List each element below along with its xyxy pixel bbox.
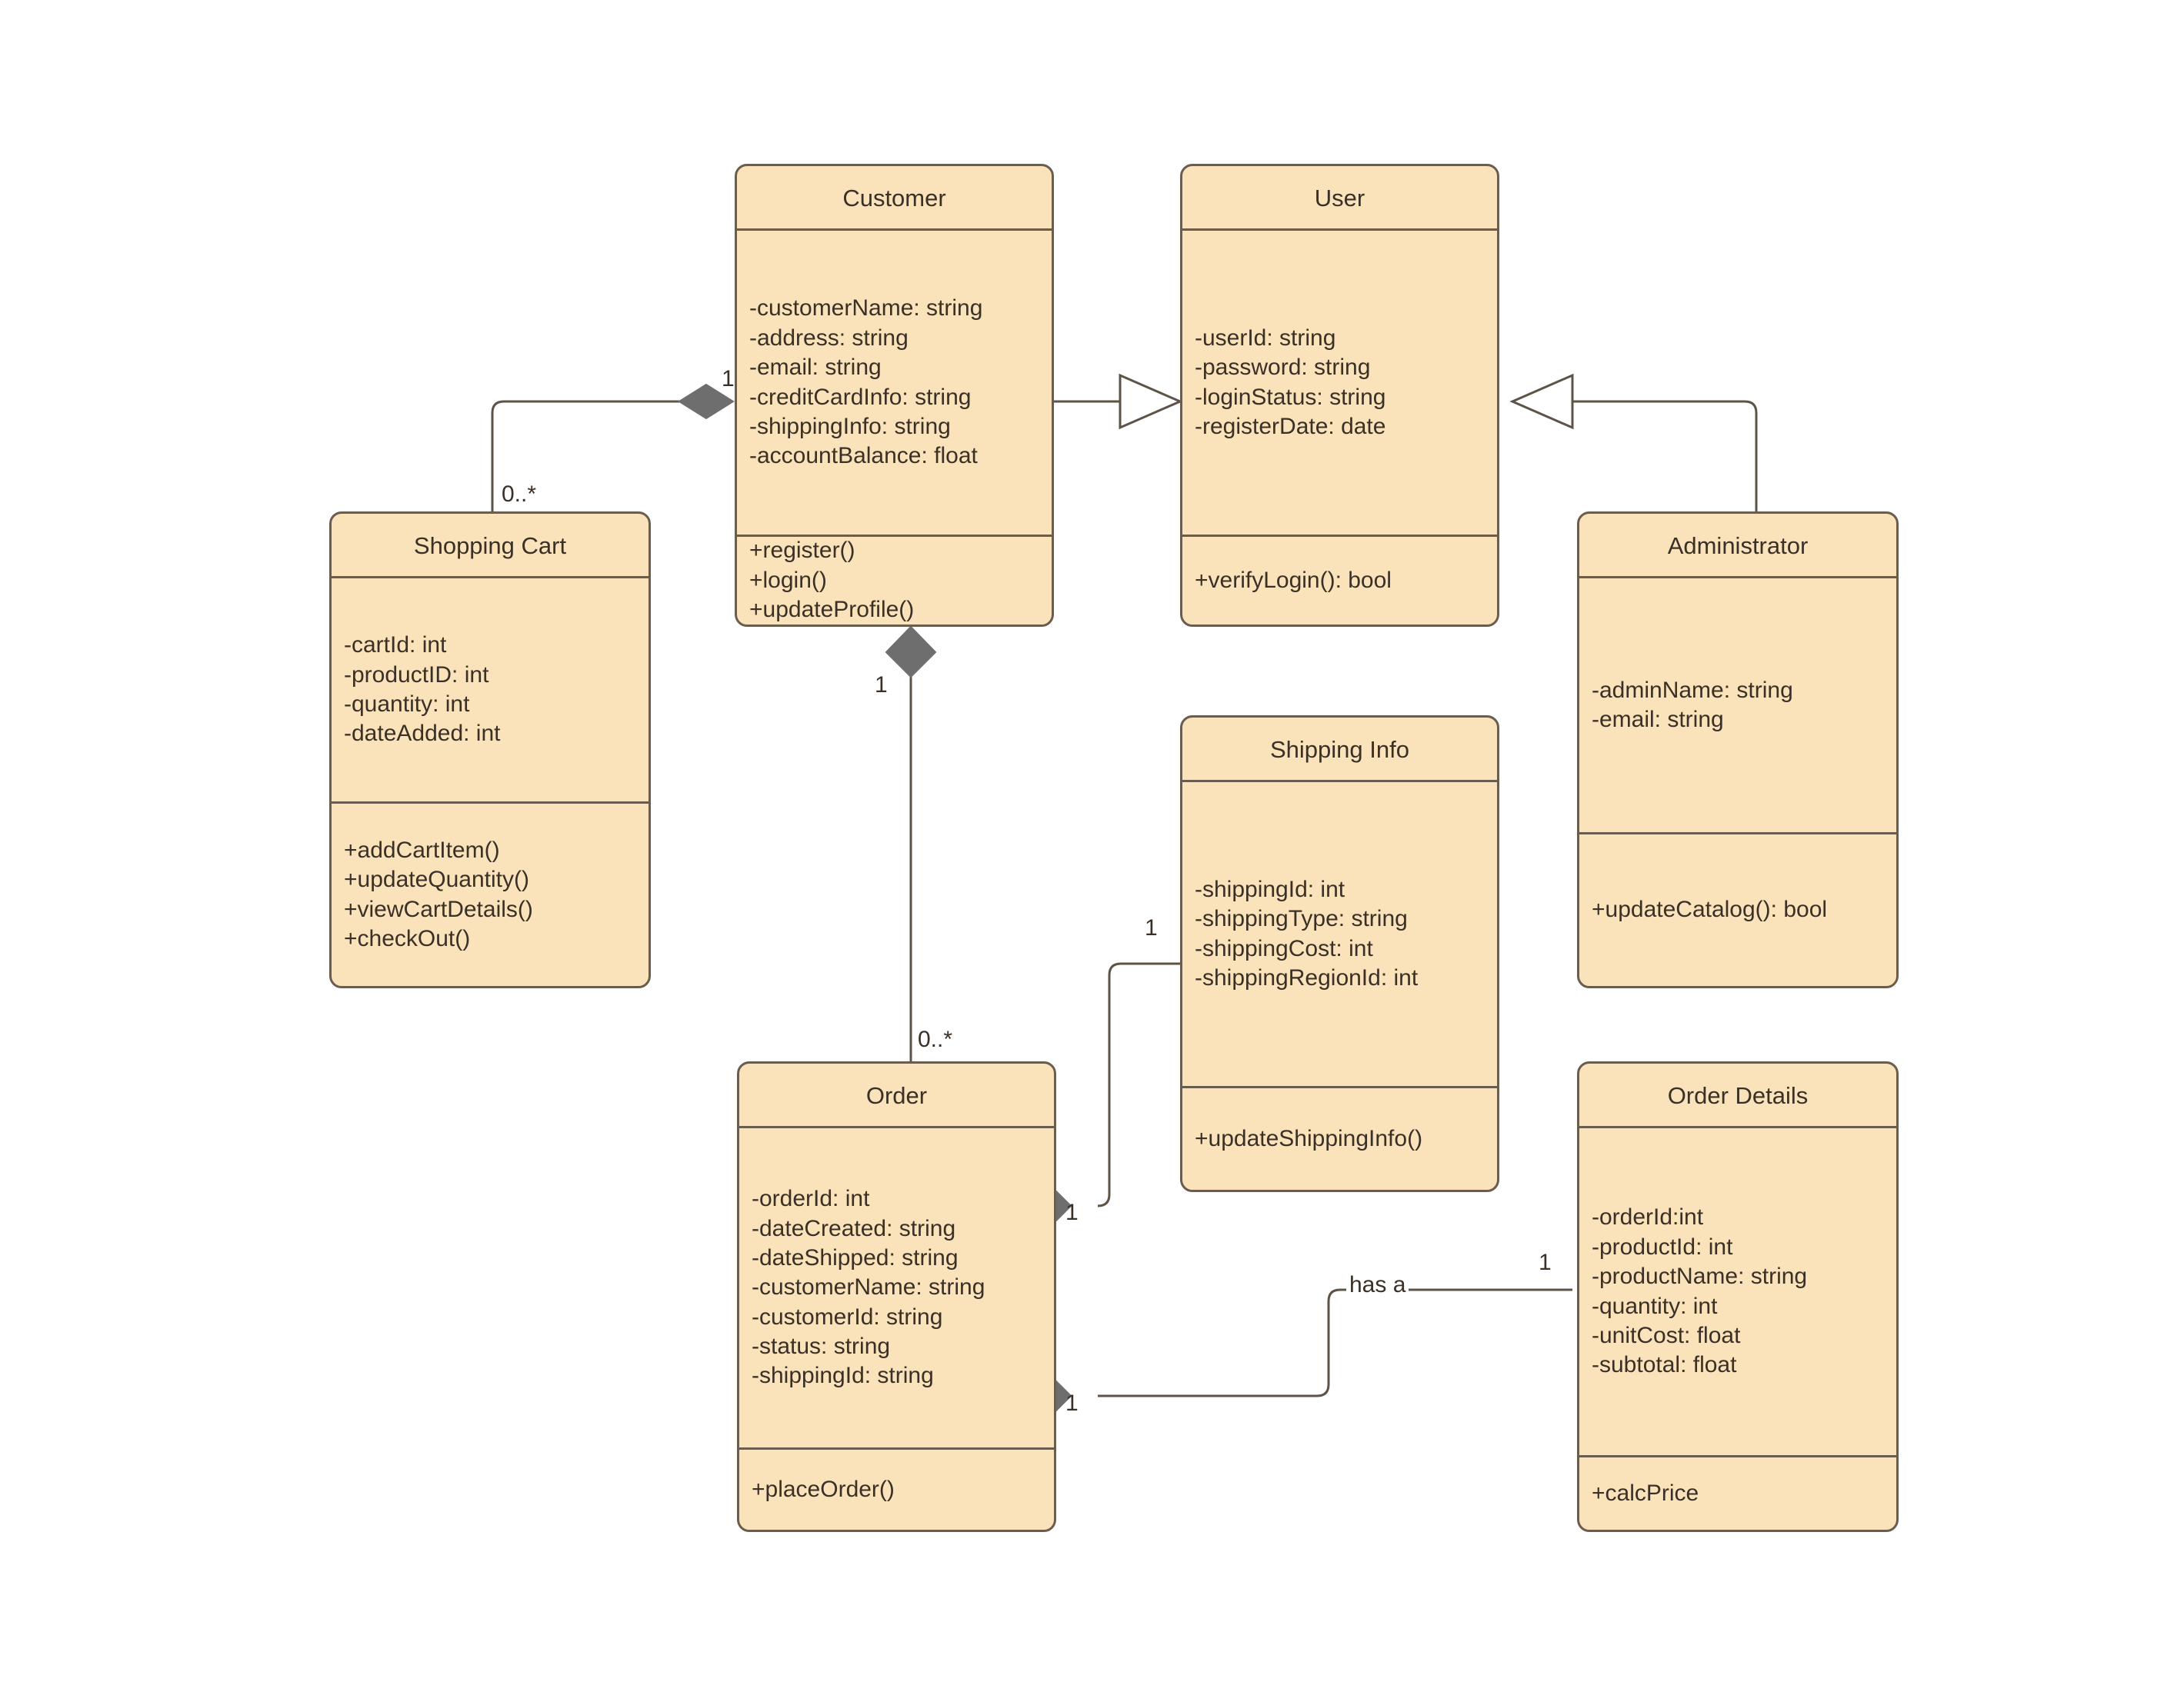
class-title-order: Order (739, 1064, 1054, 1128)
class-methods-order: +placeOrder() (739, 1450, 1054, 1530)
attribute-line: -subtotal: float (1592, 1352, 1737, 1378)
class-title-user: User (1182, 166, 1497, 231)
attribute-line: -password: string (1195, 355, 1371, 381)
class-attributes-order-details: -orderId:int -productId: int -productNam… (1579, 1128, 1896, 1457)
attribute-line: -email: string (749, 355, 882, 381)
attribute-line: -shippingInfo: string (749, 413, 951, 439)
attribute-line: -productId: int (1592, 1234, 1733, 1260)
method-line: +updateShippingInfo() (1195, 1125, 1423, 1151)
attribute-line: -productName: string (1592, 1264, 1808, 1290)
attribute-line: -adminName: string (1592, 677, 1793, 703)
attribute-line: -shippingId: string (752, 1363, 934, 1389)
association-label-has-a: has a (1346, 1274, 1409, 1297)
method-line: +viewCartDetails() (344, 896, 533, 922)
class-methods-order-details: +calcPrice (1579, 1457, 1896, 1530)
class-title-administrator: Administrator (1579, 514, 1896, 578)
composition-diamond-customer-order (885, 625, 937, 678)
class-box-order-details[interactable]: Order Details -orderId:int -productId: i… (1577, 1061, 1899, 1532)
attribute-line: -dateCreated: string (752, 1215, 956, 1241)
class-title-customer: Customer (737, 166, 1052, 231)
class-box-shopping-cart[interactable]: Shopping Cart -cartId: int -productID: i… (329, 511, 651, 988)
multiplicity-customer-order-target: 0..* (918, 1027, 953, 1052)
attribute-line: -address: string (749, 325, 909, 351)
method-line: +updateProfile() (749, 597, 915, 623)
attribute-line: -productID: int (344, 661, 489, 688)
attribute-line: -loginStatus: string (1195, 384, 1386, 410)
attribute-line: -cartId: int (344, 632, 447, 658)
class-box-user[interactable]: User -userId: string -password: string -… (1180, 164, 1499, 627)
attribute-line: -accountBalance: float (749, 443, 978, 469)
attribute-line: -registerDate: date (1195, 413, 1386, 439)
class-box-shipping-info[interactable]: Shipping Info -shippingId: int -shipping… (1180, 715, 1499, 1192)
class-attributes-customer: -customerName: string -address: string -… (737, 231, 1052, 537)
edge-order-shippinginfo (1097, 962, 1180, 1207)
attribute-line: -shippingType: string (1195, 906, 1408, 932)
attribute-line: -shippingCost: int (1195, 935, 1373, 961)
class-box-order[interactable]: Order -orderId: int -dateCreated: string… (737, 1061, 1056, 1532)
class-title-order-details: Order Details (1579, 1064, 1896, 1128)
multiplicity-order-details-order-end: 1 (1065, 1391, 1079, 1416)
class-title-shipping-info: Shipping Info (1182, 718, 1497, 782)
attribute-line: -userId: string (1195, 325, 1336, 351)
class-methods-administrator: +updateCatalog(): bool (1579, 834, 1896, 986)
multiplicity-order-details-details-end: 1 (1539, 1250, 1552, 1275)
method-line: +addCartItem() (344, 837, 500, 863)
edge-order-orderdetails (1098, 1288, 1572, 1397)
attribute-line: -orderId:int (1592, 1204, 1704, 1231)
attribute-line: -creditCardInfo: string (749, 384, 972, 410)
attribute-line: -customerName: string (752, 1274, 985, 1301)
class-attributes-shopping-cart: -cartId: int -productID: int -quantity: … (332, 578, 649, 804)
class-methods-shopping-cart: +addCartItem() +updateQuantity() +viewCa… (332, 804, 649, 986)
attribute-line: -shippingRegionId: int (1195, 964, 1419, 991)
class-attributes-administrator: -adminName: string -email: string (1579, 578, 1896, 834)
method-line: +updateCatalog(): bool (1592, 897, 1828, 923)
multiplicity-order-shipping-info-end: 1 (1145, 915, 1158, 941)
class-methods-shipping-info: +updateShippingInfo() (1182, 1088, 1497, 1190)
multiplicity-customer-order-source: 1 (875, 672, 888, 698)
multiplicity-customer-cart-target: 0..* (502, 481, 537, 507)
attribute-line: -dateAdded: int (344, 721, 501, 747)
generalization-arrow-administrator-user (1509, 373, 1574, 430)
attribute-line: -quantity: int (344, 691, 470, 717)
method-line: +register() (749, 538, 855, 564)
method-line: +login() (749, 567, 827, 593)
method-line: +calcPrice (1592, 1480, 1699, 1506)
attribute-line: -quantity: int (1592, 1293, 1718, 1319)
class-methods-user: +verifyLogin(): bool (1182, 537, 1497, 625)
class-box-administrator[interactable]: Administrator -adminName: string -email:… (1577, 511, 1899, 988)
attribute-line: -status: string (752, 1334, 891, 1360)
attribute-line: -customerName: string (749, 295, 983, 321)
attribute-line: -email: string (1592, 707, 1724, 732)
method-line: +updateQuantity() (344, 867, 529, 893)
method-line: +checkOut() (344, 925, 471, 951)
method-line: +verifyLogin(): bool (1195, 567, 1392, 593)
method-line: +placeOrder() (752, 1476, 895, 1502)
generalization-arrow-customer-user (1119, 373, 1183, 430)
multiplicity-customer-cart-source: 1 (722, 366, 735, 391)
class-methods-customer: +register() +login() +updateProfile() (737, 537, 1052, 625)
multiplicity-order-shipping-order-end: 1 (1065, 1200, 1079, 1225)
attribute-line: -dateShipped: string (752, 1244, 959, 1271)
class-attributes-user: -userId: string -password: string -login… (1182, 231, 1497, 537)
class-attributes-shipping-info: -shippingId: int -shippingType: string -… (1182, 782, 1497, 1088)
edge-administrator-user (1572, 400, 1758, 511)
class-box-customer[interactable]: Customer -customerName: string -address:… (735, 164, 1054, 627)
attribute-line: -shippingId: int (1195, 876, 1345, 902)
class-title-shopping-cart: Shopping Cart (332, 514, 649, 578)
attribute-line: -customerId: string (752, 1304, 943, 1330)
attribute-line: -orderId: int (752, 1186, 870, 1212)
attribute-line: -unitCost: float (1592, 1322, 1741, 1348)
class-attributes-order: -orderId: int -dateCreated: string -date… (739, 1128, 1054, 1450)
